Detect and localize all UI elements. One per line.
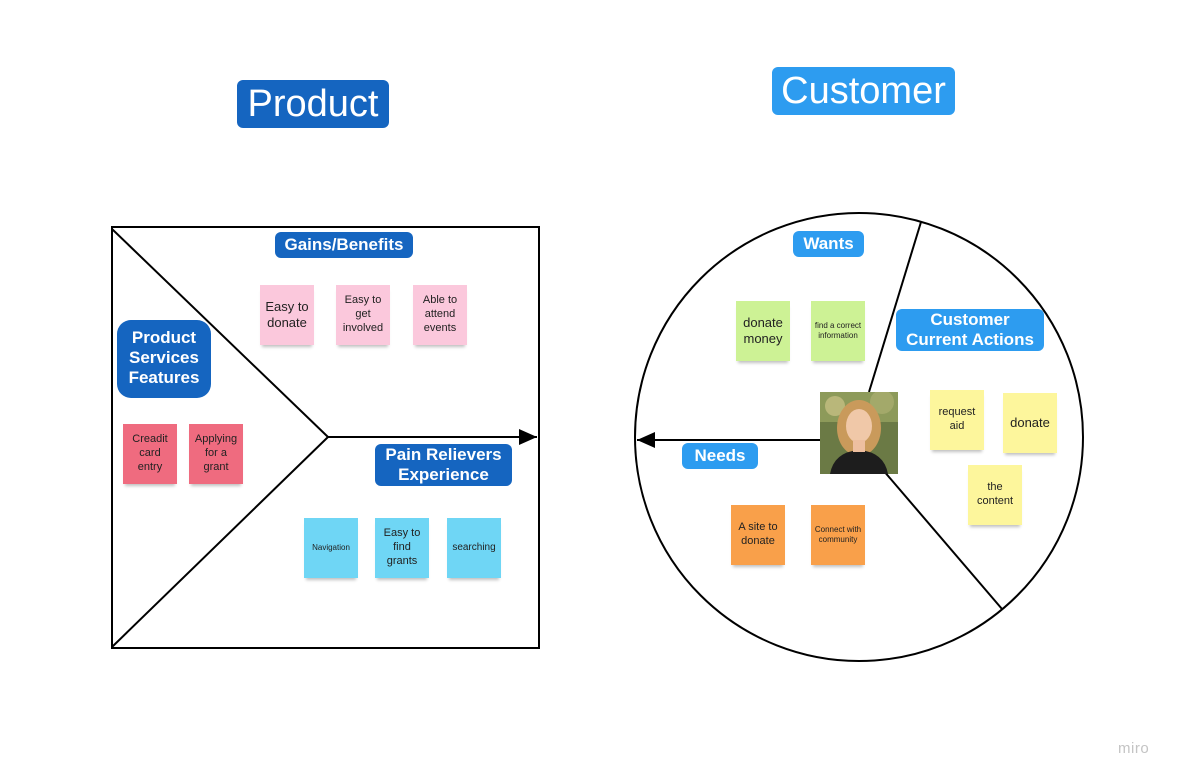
product-services-features-label: Product Services Features — [117, 320, 211, 398]
wants-label: Wants — [793, 231, 864, 257]
needs-label: Needs — [682, 443, 758, 469]
circle-divider-top — [868, 221, 922, 393]
sticky-note-action[interactable]: donate — [1003, 393, 1057, 453]
square-divider-lower — [111, 436, 329, 648]
square-divider-upper — [111, 228, 329, 438]
sticky-note-gain[interactable]: Easy to get involved — [336, 285, 390, 345]
sticky-note-feature[interactable]: Applying for a grant — [189, 424, 243, 484]
sticky-note-want[interactable]: donate money — [736, 301, 790, 361]
sticky-note-action[interactable]: request aid — [930, 390, 984, 450]
value-map-square — [111, 226, 540, 649]
sticky-note-need[interactable]: A site to donate — [731, 505, 785, 565]
customer-current-actions-label: Customer Current Actions — [896, 309, 1044, 351]
product-title: Product — [237, 80, 389, 128]
pain-relievers-label: Pain Relievers Experience — [375, 444, 512, 486]
gains-benefits-label: Gains/Benefits — [275, 232, 413, 258]
sticky-note-pain-reliever[interactable]: searching — [447, 518, 501, 578]
sticky-note-need[interactable]: Connect with community — [811, 505, 865, 565]
sticky-note-want[interactable]: find a correct information — [811, 301, 865, 361]
sticky-note-feature[interactable]: Creadit card entry — [123, 424, 177, 484]
sticky-note-gain[interactable]: Easy to donate — [260, 285, 314, 345]
miro-watermark: miro — [1118, 740, 1150, 757]
customer-profile-circle — [634, 212, 1084, 662]
circle-divider-bottom — [882, 469, 1003, 610]
sticky-note-pain-reliever[interactable]: Navigation — [304, 518, 358, 578]
sticky-note-action[interactable]: the content — [968, 465, 1022, 525]
sticky-note-gain[interactable]: Able to attend events — [413, 285, 467, 345]
customer-photo[interactable] — [820, 392, 898, 474]
customer-title: Customer — [772, 67, 955, 115]
sticky-note-pain-reliever[interactable]: Easy to find grants — [375, 518, 429, 578]
